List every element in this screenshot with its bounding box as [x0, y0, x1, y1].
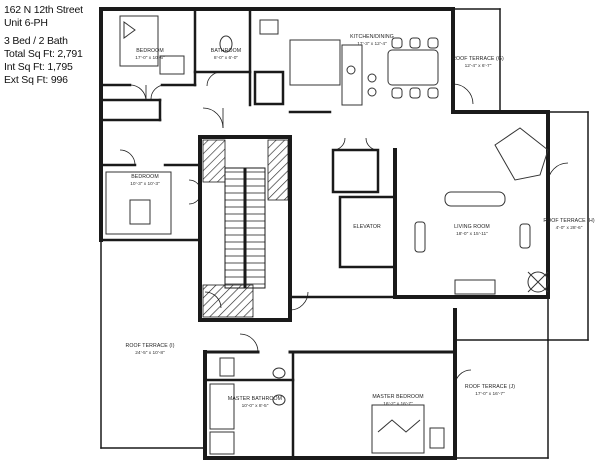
master-bedroom-furniture [371, 404, 445, 454]
stair-wall-hatch [202, 139, 226, 183]
bed-bath-count: 3 Bed / 2 Bath [4, 35, 68, 47]
stair-wall-hatch [267, 139, 289, 201]
room-dims-living-room: 18'-0" x 15'-11" [456, 231, 488, 237]
room-label-bedroom-1: BEDROOM [136, 48, 164, 54]
interior-walls [99, 7, 397, 460]
room-label-roof-terrace-j: ROOF TERRACE (J) [465, 384, 515, 390]
bedroom-2-furniture [105, 171, 172, 235]
master-bath-fixtures [209, 357, 286, 455]
room-dims-roof-terrace-i: 24'-5" x 10'-8" [135, 350, 165, 356]
bedroom-1-furniture [119, 15, 279, 75]
room-label-kitchen-dining: KITCHEN/DINING [350, 34, 394, 40]
room-dims-bedroom-2: 10'-3" x 10'-3" [130, 181, 160, 187]
room-dims-master-bathroom: 10'-0" x 8'-5" [242, 403, 269, 409]
room-label-roof-terrace-i: ROOF TERRACE (I) [125, 343, 174, 349]
total-square-feet: Total Sq Ft: 2,791 [4, 48, 83, 60]
room-label-roof-terrace-h: ROOF TERRACE (H) [543, 218, 595, 224]
room-dims-bathroom: 8'-0" x 6'-0" [214, 55, 238, 61]
door-swings [119, 71, 569, 387]
address: 162 N 12th Street [4, 4, 83, 16]
room-dims-master-bedroom: 16'-2" x 16'-7" [383, 401, 413, 407]
room-dims-roof-terrace-g: 12'-4" x 6'-7" [465, 63, 492, 69]
exterior-square-feet: Ext Sq Ft: 996 [4, 74, 68, 86]
room-dims-roof-terrace-h: 4'-0" x 28'-6" [556, 225, 583, 231]
room-dims-bedroom-1: 17'-0" x 10'-6" [135, 55, 165, 61]
exterior-walls [99, 7, 589, 460]
room-labels: BEDROOM 17'-0" x 10'-6" BATHROOM 8'-0" x… [125, 34, 594, 409]
room-dims-roof-terrace-j: 17'-0" x 16'-7" [475, 391, 505, 397]
staircase [224, 167, 266, 289]
unit-number: Unit 6-PH [4, 17, 48, 29]
room-label-master-bathroom: MASTER BATHROOM [228, 396, 282, 402]
room-label-bedroom-2: BEDROOM [131, 174, 159, 180]
living-room-furniture [414, 127, 549, 295]
room-dims-kitchen-dining: 17'-3" x 12'-4" [357, 41, 387, 47]
room-label-roof-terrace-g: ROOF TERRACE (G) [452, 56, 504, 62]
stair-wall-hatch [202, 284, 254, 318]
kitchen-fixtures [289, 37, 439, 106]
room-label-bathroom: BATHROOM [211, 48, 241, 54]
room-label-living-room: LIVING ROOM [454, 224, 490, 230]
room-label-master-bedroom: MASTER BEDROOM [372, 394, 423, 400]
interior-square-feet: Int Sq Ft: 1,795 [4, 61, 73, 73]
room-label-elevator: ELEVATOR [353, 224, 381, 230]
